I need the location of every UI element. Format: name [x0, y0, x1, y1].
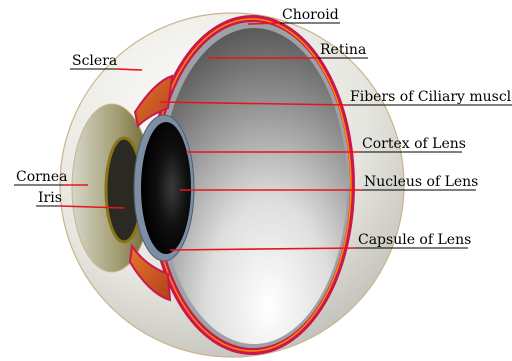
- label-capsule: Capsule of Lens: [358, 232, 471, 248]
- label-cornea: Cornea: [16, 169, 67, 185]
- label-choroid: Choroid: [282, 7, 339, 23]
- label-sclera: Sclera: [72, 53, 117, 69]
- label-iris: Iris: [38, 190, 62, 206]
- leader-sclera: [116, 69, 142, 70]
- label-cortex: Cortex of Lens: [362, 136, 466, 152]
- label-nucleus: Nucleus of Lens: [364, 174, 478, 190]
- lens-body: [141, 122, 191, 254]
- label-ciliary: Fibers of Ciliary muscle: [350, 89, 512, 105]
- leader-choroid: [248, 23, 280, 24]
- label-retina: Retina: [320, 42, 366, 58]
